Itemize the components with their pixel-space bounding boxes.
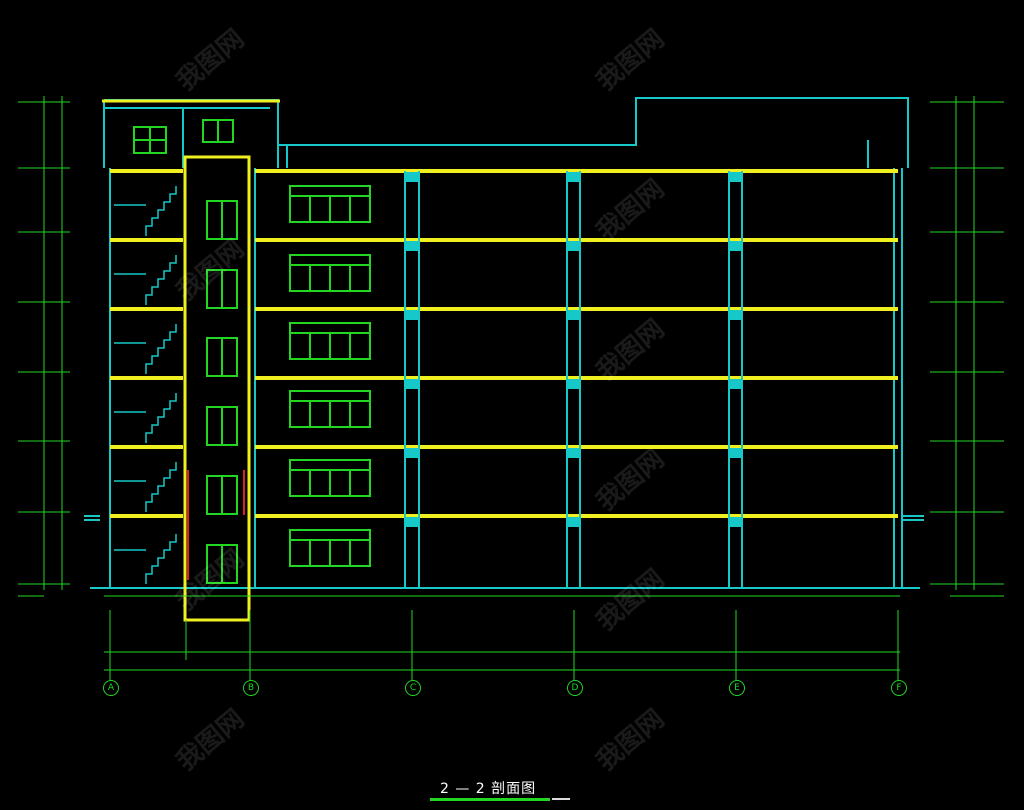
roof-window bbox=[133, 119, 234, 154]
elevation-windows bbox=[289, 185, 371, 567]
shaft-doors bbox=[206, 200, 238, 584]
axis-c: C bbox=[405, 680, 421, 696]
axis-d: D bbox=[567, 680, 583, 696]
title-underline-short bbox=[552, 798, 570, 800]
right-dimensions bbox=[930, 96, 1004, 597]
axis-f: F bbox=[891, 680, 907, 696]
axis-a: A bbox=[103, 680, 119, 696]
beams bbox=[404, 172, 743, 527]
axis-e: E bbox=[729, 680, 745, 696]
drawing-title: 2 — 2 剖面图 bbox=[440, 781, 537, 797]
floor-slabs bbox=[110, 169, 898, 518]
left-dimensions bbox=[18, 96, 70, 597]
bottom-dimensions bbox=[104, 595, 900, 680]
red-accent-lines bbox=[187, 470, 245, 580]
elevator-shaft bbox=[183, 155, 251, 622]
axis-b: B bbox=[243, 680, 259, 696]
title-underline bbox=[430, 798, 550, 801]
ground-marks bbox=[84, 515, 924, 521]
stair-flights bbox=[114, 186, 177, 584]
